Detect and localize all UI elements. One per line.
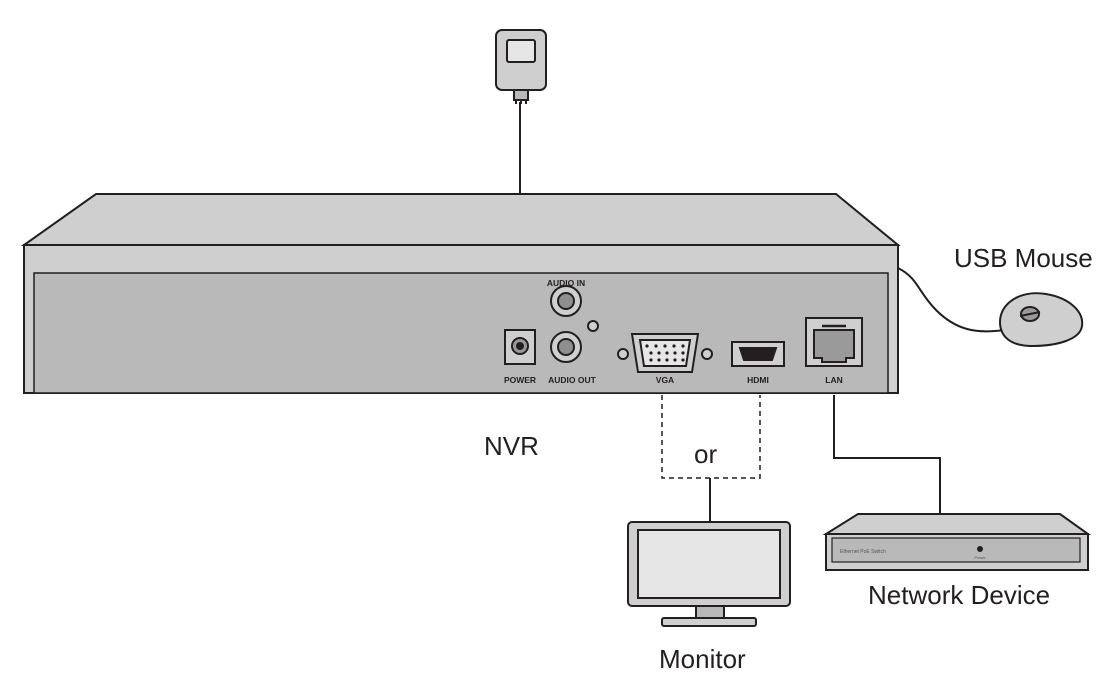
nvr-label: NVR	[484, 431, 539, 461]
switch-led-text: Power	[974, 555, 986, 560]
vga-pin	[681, 351, 685, 355]
vga-pin	[665, 358, 669, 362]
switch-model-text: Ethernet PoE Switch	[840, 549, 886, 555]
hdmi-port-icon	[731, 341, 785, 367]
audio-in-port-icon	[550, 285, 599, 332]
vga-pin	[649, 358, 653, 362]
vga-pin	[665, 351, 669, 355]
port-label-power: POWER	[504, 375, 536, 385]
vga-pin	[673, 358, 677, 362]
vga-pins	[645, 344, 685, 362]
or-label: or	[694, 439, 718, 469]
network-device-label: Network Device	[868, 580, 1051, 610]
usb-mouse-icon	[998, 292, 1084, 348]
power-adapter-icon	[495, 29, 547, 104]
port-label-audio-out: AUDIO OUT	[548, 375, 597, 385]
nvr-device	[20, 193, 901, 394]
port-label-lan: LAN	[825, 375, 842, 385]
vga-pin	[657, 358, 661, 362]
port-label-audio-in: AUDIO IN	[547, 278, 585, 288]
lan-port-icon	[805, 317, 863, 367]
monitor-icon	[627, 521, 791, 627]
usb-mouse-label: USB Mouse	[954, 243, 1093, 273]
vga-pin	[654, 344, 658, 348]
port-label-hdmi: HDMI	[747, 375, 769, 385]
usb-mouse-cable	[897, 267, 1005, 333]
vga-pin	[681, 344, 685, 348]
port-label-vga: VGA	[656, 375, 674, 385]
vga-pin	[672, 344, 676, 348]
vga-pin	[673, 351, 677, 355]
vga-pin	[657, 351, 661, 355]
vga-pin	[649, 351, 653, 355]
lan-cable	[833, 395, 941, 514]
audio-out-port-icon	[550, 331, 582, 363]
vga-pin	[645, 344, 649, 348]
monitor-label: Monitor	[659, 644, 746, 674]
vga-pin	[663, 344, 667, 348]
network-device-icon	[822, 513, 1092, 571]
power-port-icon	[504, 329, 536, 365]
vga-pin	[681, 358, 685, 362]
